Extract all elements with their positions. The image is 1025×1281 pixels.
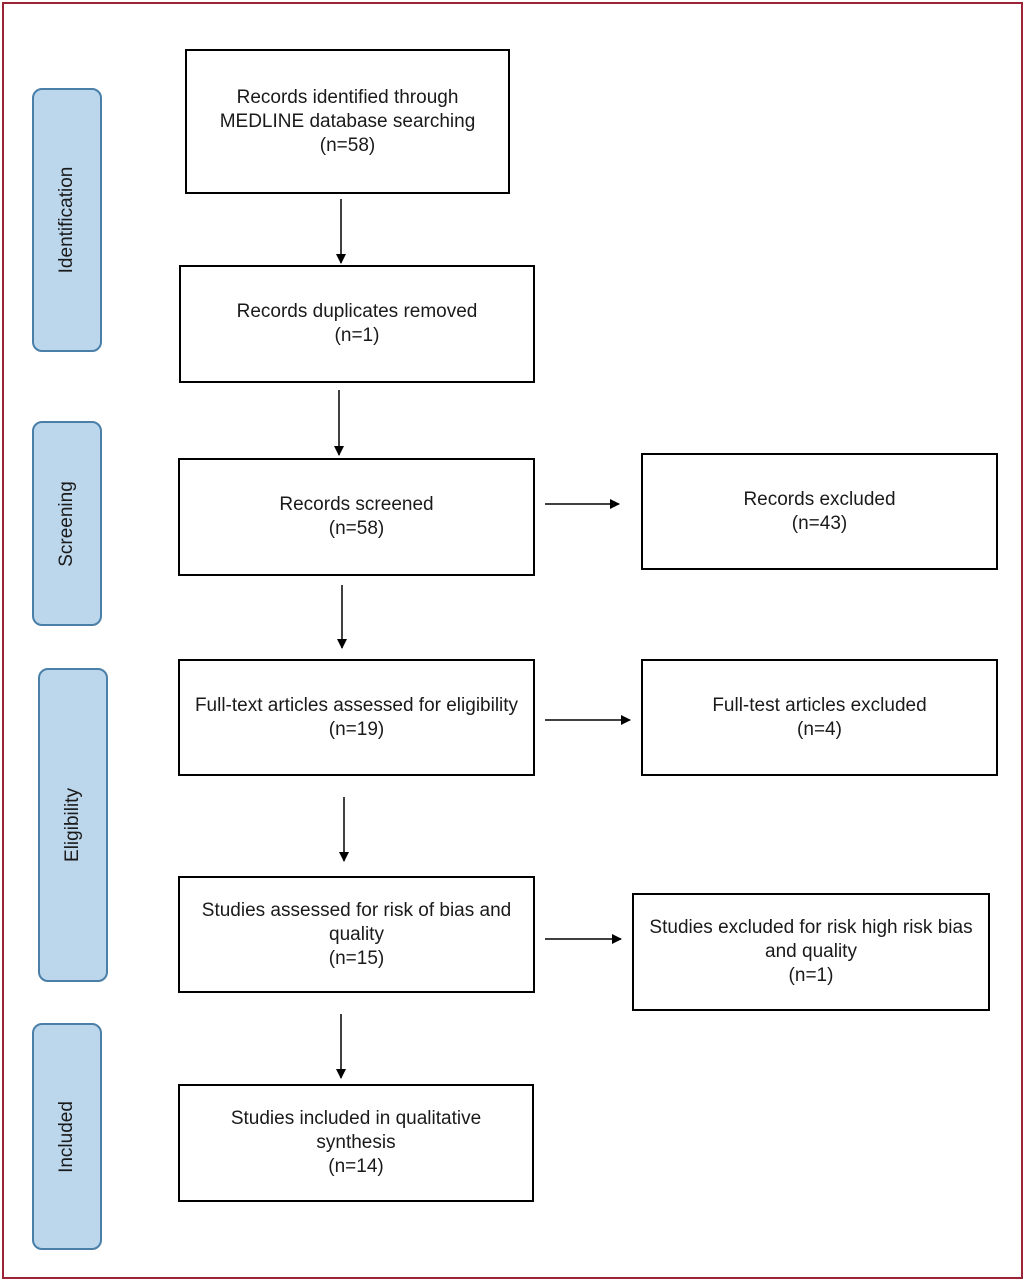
box-duplicates-removed-text: Records duplicates removed (236, 301, 478, 322)
box-studies-included-text: Studies included in qualitative synthesi… (230, 1108, 482, 1153)
box-fulltext-assessed-text: Full-text articles assessed for eligibil… (194, 694, 519, 716)
box-records-identified-text: Records identified through MEDLINE datab… (219, 86, 476, 132)
box-fulltext-assessed-count: (n=19) (328, 718, 385, 740)
box-records-screened: Records screened (n=58) (178, 458, 535, 576)
box-bias-assessed-count: (n=15) (328, 947, 385, 969)
box-records-excluded: Records excluded (n=43) (641, 453, 998, 570)
box-fulltext-excluded-count: (n=4) (797, 718, 842, 740)
stage-identification: Identification (32, 88, 102, 352)
box-bias-excluded: Studies excluded for risk high risk bias… (632, 893, 990, 1011)
box-records-screened-text: Records screened (279, 494, 434, 515)
stage-eligibility: Eligibility (38, 668, 108, 982)
box-fulltext-excluded-text: Full-test articles excluded (712, 694, 927, 716)
box-studies-included: Studies included in qualitative synthesi… (178, 1084, 534, 1202)
box-fulltext-excluded: Full-test articles excluded (n=4) (641, 659, 998, 776)
box-studies-included-count: (n=14) (328, 1156, 384, 1177)
stage-included: Included (32, 1023, 102, 1250)
box-records-screened-count: (n=58) (328, 518, 385, 539)
box-records-identified-count: (n=58) (319, 134, 376, 156)
stage-screening: Screening (32, 421, 102, 626)
box-fulltext-assessed: Full-text articles assessed for eligibil… (178, 659, 535, 776)
box-duplicates-removed-count: (n=1) (334, 325, 380, 346)
box-duplicates-removed: Records duplicates removed (n=1) (179, 265, 535, 383)
box-records-identified: Records identified through MEDLINE datab… (185, 49, 510, 194)
box-bias-excluded-count: (n=1) (788, 965, 834, 986)
box-bias-assessed: Studies assessed for risk of bias and qu… (178, 876, 535, 993)
box-records-excluded-count: (n=43) (791, 512, 848, 534)
box-bias-assessed-text: Studies assessed for risk of bias and qu… (201, 899, 512, 945)
box-records-excluded-text: Records excluded (743, 488, 896, 510)
box-bias-excluded-text: Studies excluded for risk high risk bias… (649, 917, 973, 962)
